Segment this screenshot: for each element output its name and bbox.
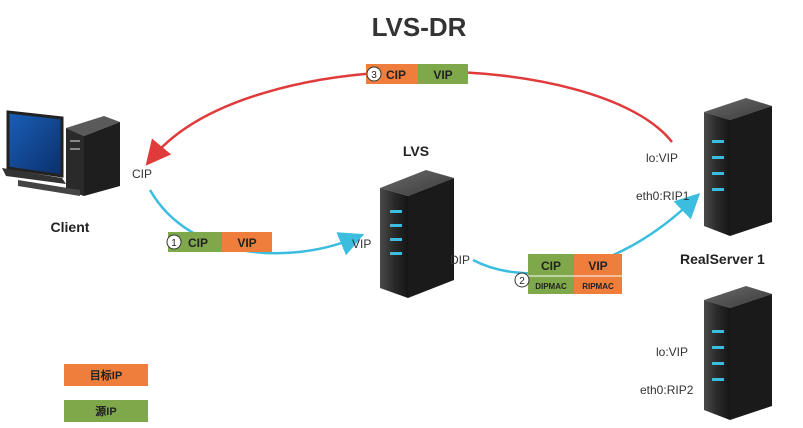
packet-step1-src	[168, 232, 222, 252]
svg-text:2: 2	[519, 276, 525, 287]
packet-step2-dst	[574, 254, 622, 276]
legend: 目标IP 源IP	[64, 364, 148, 422]
packet-step2-src	[528, 254, 574, 276]
svg-text:CIP: CIP	[188, 236, 208, 250]
legend-source-label: 源IP	[95, 404, 116, 418]
client-label: Client	[51, 219, 90, 235]
realserver1-lo-label: lo:VIP	[646, 151, 678, 165]
diagram-title: LVS-DR	[372, 12, 467, 42]
packet-step1: 1 CIP VIP	[166, 232, 272, 252]
svg-text:VIP: VIP	[588, 259, 607, 273]
step3-badge	[366, 66, 382, 82]
realserver1-eth0-label: eth0:RIP1	[636, 189, 690, 203]
step2-badge	[514, 272, 530, 288]
lvs-label: LVS	[403, 143, 429, 159]
client-ip-label: CIP	[132, 167, 152, 181]
legend-source-swatch	[64, 400, 148, 422]
svg-text:VIP: VIP	[237, 236, 256, 250]
realserver1-icon	[704, 98, 772, 236]
svg-text:CIP: CIP	[541, 259, 561, 273]
realserver2-icon	[704, 286, 772, 420]
svg-text:1: 1	[171, 238, 177, 249]
lvs-server-icon	[380, 170, 454, 298]
svg-text:3: 3	[371, 70, 377, 81]
svg-text:RIPMAC: RIPMAC	[582, 282, 614, 291]
svg-text:DIPMAC: DIPMAC	[535, 282, 567, 291]
packet-step3-dst	[418, 64, 468, 84]
client-computer-icon	[2, 110, 120, 196]
packet-step2-dstmac	[574, 276, 622, 294]
lvs-dip-label: DIP	[450, 253, 470, 267]
packet-step2-srcmac	[528, 276, 574, 294]
packet-step1-dst	[222, 232, 272, 252]
packet-step2: 2 CIP VIP DIPMAC RIPMAC	[514, 254, 622, 294]
svg-text:VIP: VIP	[433, 68, 452, 82]
packet-step3: 3 CIP VIP	[366, 64, 468, 84]
realserver2-lo-label: lo:VIP	[656, 345, 688, 359]
realserver2-eth0-label: eth0:RIP2	[640, 383, 694, 397]
lvs-vip-label: VIP	[352, 237, 371, 251]
legend-dest-label: 目标IP	[90, 368, 122, 382]
legend-dest-swatch	[64, 364, 148, 386]
realserver1-label: RealServer 1	[680, 251, 765, 267]
svg-text:CIP: CIP	[386, 68, 406, 82]
step1-badge	[166, 234, 182, 250]
